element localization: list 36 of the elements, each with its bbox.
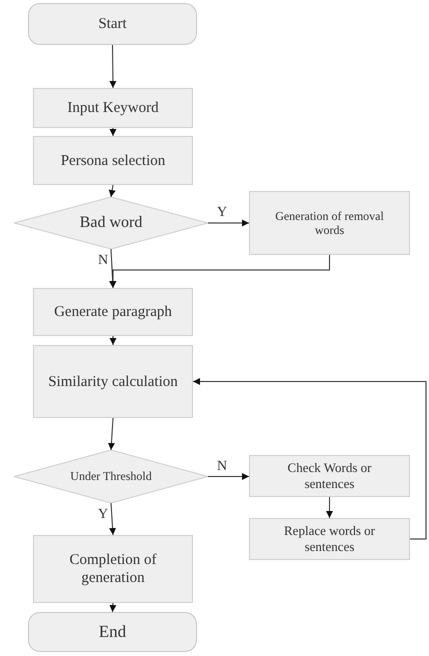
node-text: Check Words or sentences — [286, 460, 372, 492]
arrow — [109, 44, 116, 88]
process-box — [249, 518, 410, 560]
arrow — [110, 254, 330, 288]
process-box — [33, 345, 193, 418]
terminal-box — [28, 3, 197, 45]
node-text: Under Threshold — [69, 469, 153, 484]
node-text: End — [98, 622, 128, 642]
decision-diamond — [14, 450, 208, 503]
process-box — [249, 191, 410, 255]
decision-diamond — [14, 197, 208, 249]
node-text: Similarity calculation — [47, 372, 179, 390]
node-text: Start — [97, 15, 128, 33]
arrow — [110, 336, 116, 346]
arrow — [208, 473, 250, 480]
arrow — [326, 496, 333, 518]
arrow — [108, 418, 115, 450]
process-box — [249, 455, 410, 497]
arrow — [108, 184, 116, 198]
terminal-box — [28, 612, 197, 652]
process-box — [33, 136, 193, 185]
arrow — [109, 502, 116, 536]
node-text: Bad word — [78, 213, 144, 233]
arrow — [208, 220, 250, 226]
node-text: Input Keyword — [66, 99, 160, 117]
node-text: Persona selection — [60, 152, 166, 170]
arrow — [109, 602, 116, 612]
arrow — [110, 128, 116, 136]
process-box — [33, 88, 193, 128]
node-text: Generate paragraph — [53, 303, 173, 321]
node-text: Replace words or sentences — [283, 523, 376, 555]
node-text: Generation of removal words — [274, 208, 385, 238]
process-box — [33, 288, 193, 336]
node-text: Completion of generation — [68, 551, 158, 587]
arrow — [192, 378, 426, 540]
process-box — [33, 535, 193, 603]
